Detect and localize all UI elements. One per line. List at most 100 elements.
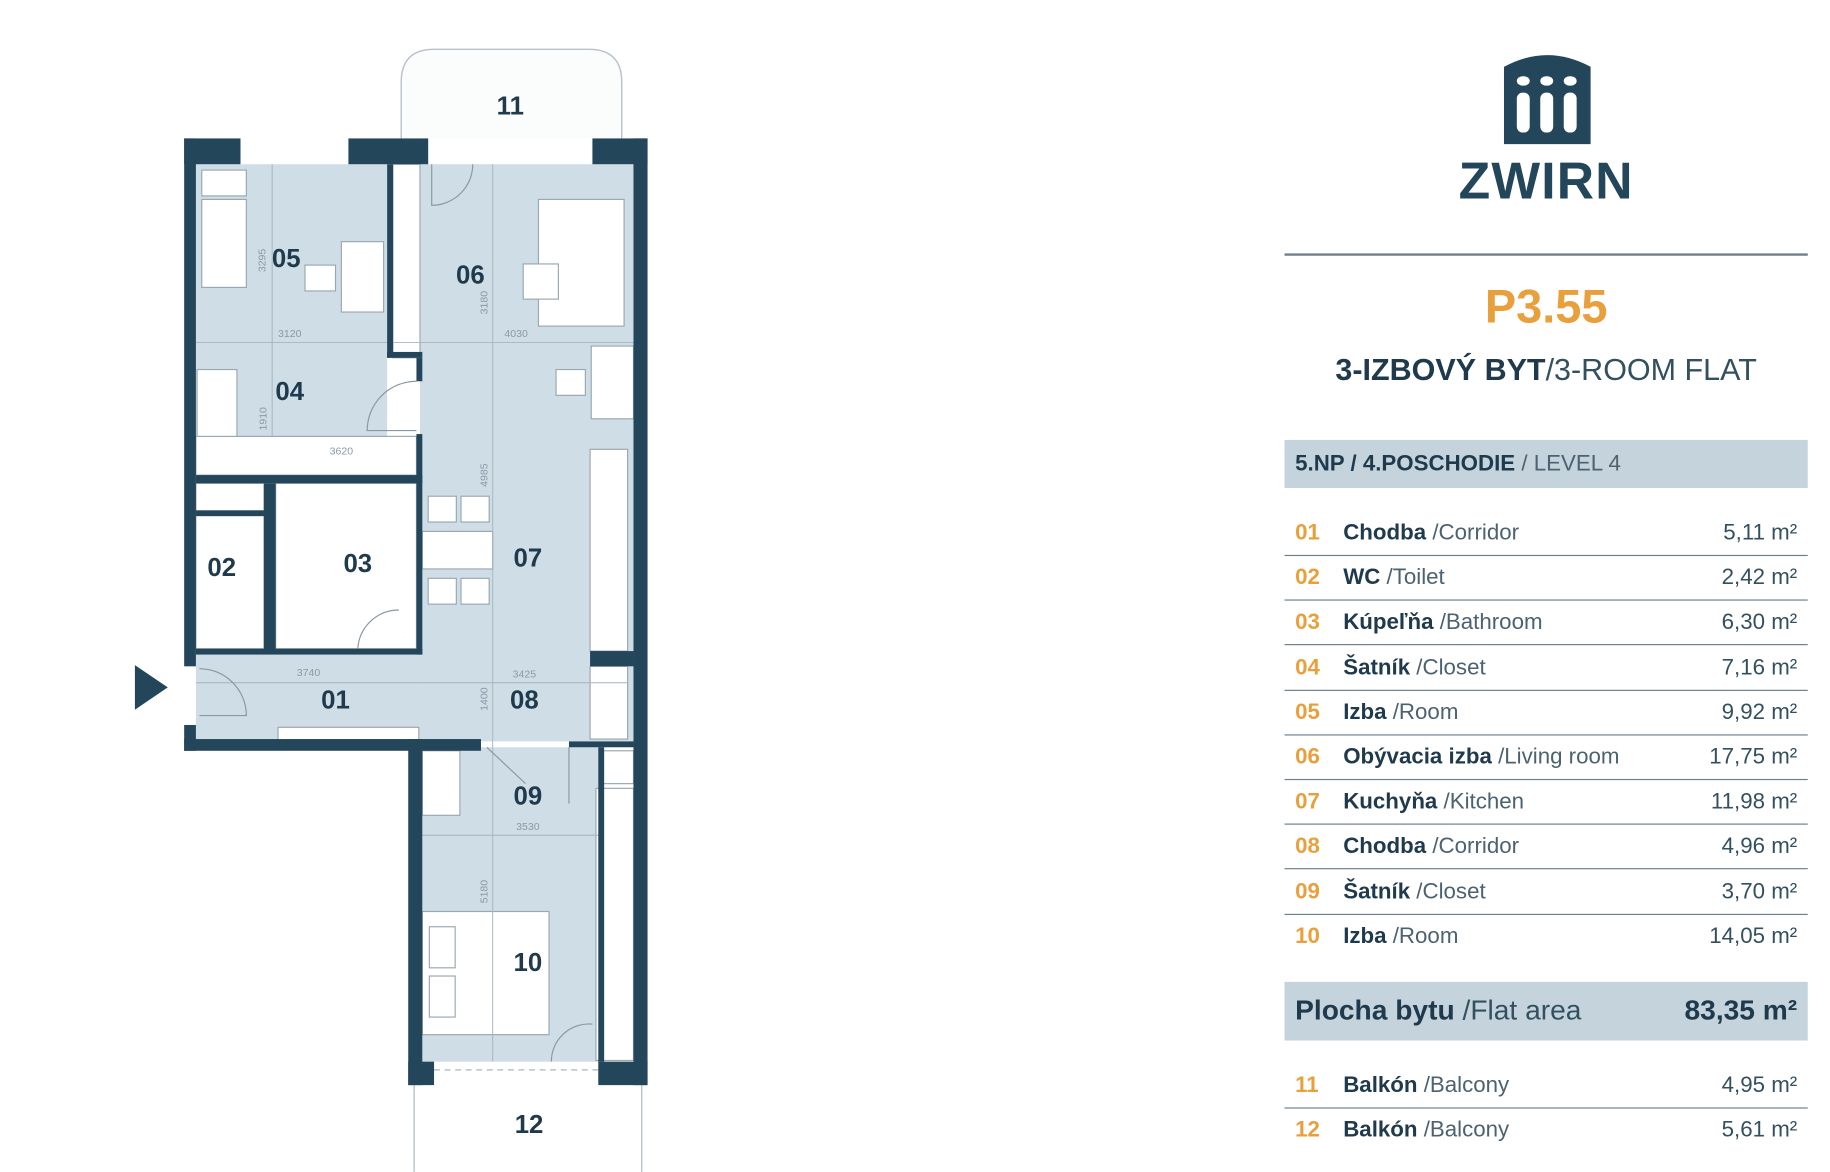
room-label-06: 06 xyxy=(456,262,485,290)
flat-area-bar: Plocha bytu /Flat area 83,35 m² xyxy=(1284,981,1808,1041)
room-number: 01 xyxy=(1295,520,1320,546)
room-area: 2,42 m² xyxy=(1721,565,1798,591)
room-name-sk: WC xyxy=(1343,565,1381,591)
dimension-lines xyxy=(195,164,634,1062)
flat-area-en: /Flat area xyxy=(1454,994,1582,1027)
table-row: 04 Šatník /Closet 7,16 m² xyxy=(1284,646,1808,691)
dim-label: 1400 xyxy=(478,687,490,711)
room-area: 4,95 m² xyxy=(1721,1073,1798,1099)
room-area: 11,98 m² xyxy=(1710,789,1798,815)
furniture xyxy=(195,163,635,1062)
room-number: 05 xyxy=(1295,700,1320,725)
room-name-en: /Closet xyxy=(1410,655,1486,680)
room-label-12: 12 xyxy=(515,1111,544,1139)
room-name-sk: Chodba xyxy=(1343,834,1427,860)
dim-label: 4030 xyxy=(504,328,528,340)
level-en: / LEVEL 4 xyxy=(1515,451,1621,477)
room-name-en: /Corridor xyxy=(1426,520,1520,546)
dim-label: 4985 xyxy=(478,463,490,487)
room-label-03: 03 xyxy=(343,550,372,578)
dim-label: 3620 xyxy=(330,445,354,457)
table-row: 03 Kúpeľňa /Bathroom 6,30 m² xyxy=(1284,601,1808,646)
room-name-sk: Kuchyňa xyxy=(1343,789,1438,815)
table-row: 01 Chodba /Corridor 5,11 m² xyxy=(1284,511,1808,557)
room-area: 17,75 m² xyxy=(1709,744,1798,770)
flat-area-sk: Plocha bytu xyxy=(1295,994,1455,1027)
room-name-sk: Chodba xyxy=(1343,520,1427,546)
flat-type-sk: 3-IZBOVÝ BYT xyxy=(1335,351,1546,388)
room-area: 6,30 m² xyxy=(1721,610,1798,636)
level-bar: 5.NP / 4.POSCHODIE / LEVEL 4 xyxy=(1284,439,1808,489)
flat-type: 3-IZBOVÝ BYT/3-ROOM FLAT xyxy=(1285,352,1808,388)
room-number: 08 xyxy=(1295,834,1320,860)
room-area: 5,61 m² xyxy=(1721,1118,1798,1143)
room-number: 12 xyxy=(1295,1118,1320,1143)
room-name-sk: Balkón xyxy=(1343,1073,1418,1099)
table-row: 08 Chodba /Corridor 4,96 m² xyxy=(1284,825,1808,870)
dim-label: 5180 xyxy=(478,880,490,904)
room-number: 02 xyxy=(1295,565,1320,591)
room-name-en: /Bathroom xyxy=(1433,610,1543,636)
dim-label: 1910 xyxy=(258,407,270,431)
room-area: 4,96 m² xyxy=(1721,834,1798,860)
room-number: 06 xyxy=(1295,744,1320,770)
flat-code: P3.55 xyxy=(1484,281,1608,334)
room-label-01: 01 xyxy=(321,686,350,714)
flat-area-value: 83,35 m² xyxy=(1684,994,1798,1027)
balcony-11 xyxy=(400,48,623,139)
room-label-04: 04 xyxy=(275,378,304,406)
room-name-sk: Šatník xyxy=(1343,879,1411,904)
room-number: 07 xyxy=(1295,789,1320,815)
brand-name: ZWIRN xyxy=(1458,152,1634,210)
room-label-11: 11 xyxy=(497,93,524,121)
room-label-09: 09 xyxy=(514,783,543,811)
room-name-en: /Closet xyxy=(1410,879,1486,904)
room-number: 10 xyxy=(1295,924,1320,949)
table-row: 02 WC /Toilet 2,42 m² xyxy=(1284,556,1808,601)
room-name-sk: Obývacia izba xyxy=(1343,744,1492,770)
room-label-07: 07 xyxy=(514,544,543,572)
room-label-10: 10 xyxy=(514,949,543,977)
level-sk: 5.NP / 4.POSCHODIE xyxy=(1295,451,1516,477)
dim-label: 3425 xyxy=(513,668,537,680)
room-area: 3,70 m² xyxy=(1721,879,1798,904)
room-label-08: 08 xyxy=(510,686,539,714)
walls xyxy=(184,138,648,1086)
room-name-en: /Living room xyxy=(1491,744,1620,770)
room-name-sk: Šatník xyxy=(1343,655,1411,680)
table-row: 10 Izba /Room 14,05 m² xyxy=(1285,915,1808,960)
entrance-arrow-icon xyxy=(134,665,168,710)
room-label-02: 02 xyxy=(207,554,236,582)
room-number: 09 xyxy=(1295,879,1320,904)
room-name-sk: Kúpeľňa xyxy=(1343,610,1434,636)
room-area: 7,16 m² xyxy=(1721,655,1798,680)
room-number: 04 xyxy=(1295,655,1320,680)
table-row: 06 Obývacia izba /Living room 17,75 m² xyxy=(1284,736,1808,781)
room-area: 14,05 m² xyxy=(1709,924,1798,949)
balcony-12 xyxy=(413,1069,643,1172)
dim-label: 3530 xyxy=(516,821,540,833)
room-label-05: 05 xyxy=(272,245,301,273)
room-name-en: /Balcony xyxy=(1417,1073,1510,1099)
dim-label: 3120 xyxy=(278,328,302,340)
room-name-en: /Corridor xyxy=(1426,834,1520,860)
room-name-en: /Room xyxy=(1386,700,1459,725)
flat-type-en: /3-ROOM FLAT xyxy=(1545,351,1757,388)
building-arches-icon xyxy=(1503,55,1591,145)
dim-label: 3740 xyxy=(297,667,321,679)
room-number: 03 xyxy=(1295,610,1320,636)
room-name-sk: Izba xyxy=(1343,924,1387,949)
room-name-en: /Balcony xyxy=(1417,1118,1510,1143)
room-name-en: /Toilet xyxy=(1380,565,1445,591)
divider xyxy=(1284,253,1808,256)
room-area: 5,11 m² xyxy=(1723,520,1798,546)
table-row: 09 Šatník /Closet 3,70 m² xyxy=(1284,870,1808,915)
door-swings xyxy=(199,164,593,1062)
dim-label: 3295 xyxy=(257,249,269,273)
room-name-en: /Room xyxy=(1386,924,1459,949)
